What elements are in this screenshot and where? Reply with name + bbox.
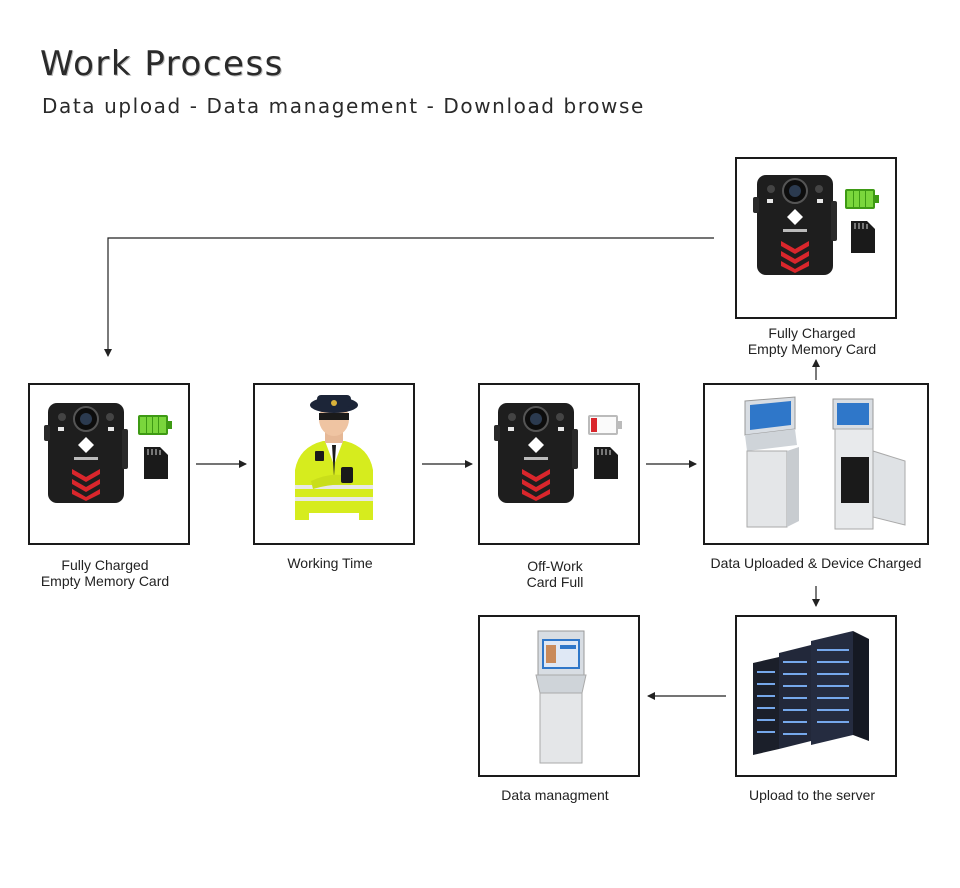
management-kiosk-icon	[535, 630, 587, 764]
charging-kiosk-icon	[832, 398, 906, 530]
step-server-caption: Upload to the server	[748, 787, 876, 803]
upload-kiosk-icon	[744, 396, 799, 528]
step-start-box	[28, 383, 190, 545]
body-camera-icon	[44, 402, 128, 504]
step-management-caption: Data managment	[501, 787, 609, 803]
step-working-caption: Working Time	[287, 555, 373, 571]
step-server-box	[735, 615, 897, 777]
step-working-box	[253, 383, 415, 545]
step-management-box	[478, 615, 640, 777]
memory-card-icon	[594, 447, 618, 479]
page-subtitle: Data upload - Data management - Download…	[42, 94, 645, 118]
arrow-return-to-start	[104, 237, 714, 357]
step-recharged-box	[735, 157, 897, 319]
memory-card-icon	[144, 447, 168, 479]
step-offwork-box	[478, 383, 640, 545]
step-upload-box	[703, 383, 929, 545]
battery-full-icon	[138, 415, 172, 435]
police-officer-icon	[295, 395, 373, 521]
body-camera-icon	[753, 174, 837, 276]
battery-full-icon	[845, 189, 879, 209]
body-camera-icon	[494, 402, 578, 504]
step-upload-caption: Data Uploaded & Device Charged	[710, 555, 922, 571]
server-racks-icon	[753, 631, 869, 755]
battery-low-icon	[588, 415, 622, 435]
page-title: Work Process	[40, 44, 284, 84]
memory-card-icon	[851, 221, 875, 253]
